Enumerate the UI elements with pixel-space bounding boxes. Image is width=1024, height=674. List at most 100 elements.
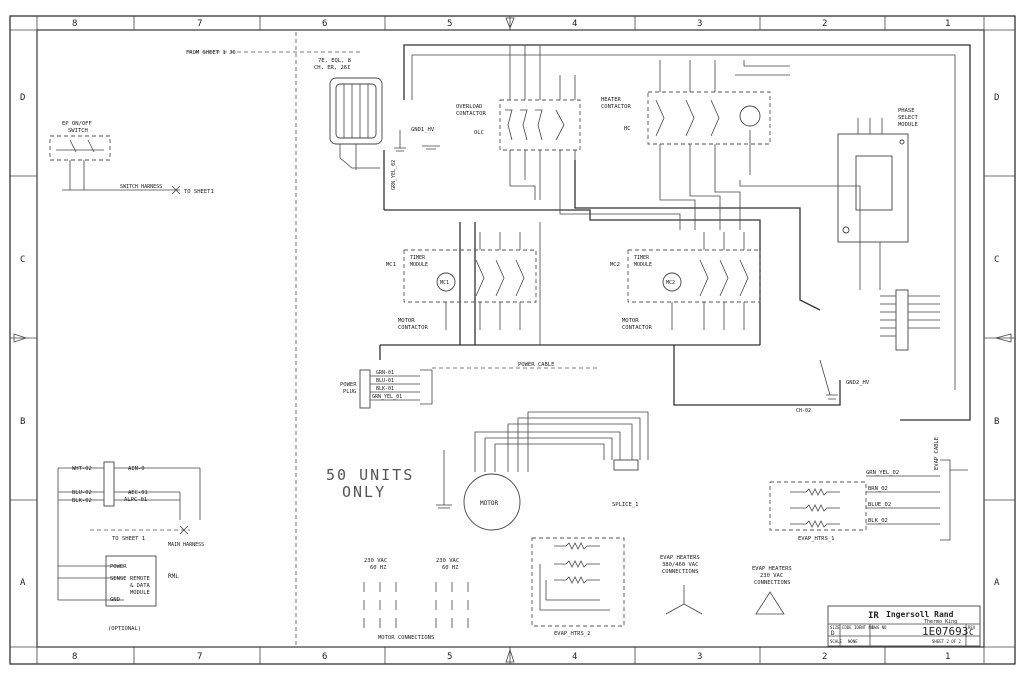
evap-conn-voltage: 230 VAC <box>760 573 783 579</box>
overload-title: OVERLOAD <box>456 104 483 110</box>
company-name: Ingersoll Rand <box>886 610 954 619</box>
from-sheet-label: FROM SHEET 1 J6 <box>186 50 236 56</box>
col-marker: 6 <box>322 19 327 29</box>
evap-cable-label: EVAP CABLE <box>934 437 940 470</box>
motor-contactor-subtitle: CONTACTOR <box>622 325 652 331</box>
evap-heaters-1: GRN_YEL_02 BRN_02 BLUE_02 BLK_02 EVAP_HT… <box>769 437 968 542</box>
mc1-label: MC1 <box>386 262 396 268</box>
phase-select-module: PHASE SELECT MODULE <box>837 108 940 351</box>
motor-contactor-mc2: MC2 MC2 TIMER MODULE MOTOR CONTACTOR <box>610 232 761 331</box>
row-marker: C <box>20 255 25 265</box>
evap-connections-230: EVAP HEATERS 230 VAC CONNECTIONS <box>752 566 792 615</box>
power-plug-subtitle: PLUG <box>343 389 356 395</box>
remote-title: REMOTE <box>130 576 150 582</box>
motor-label: MOTOR <box>480 500 498 507</box>
heater-contactor: HEATER CONTACTOR HC <box>601 60 790 180</box>
wire-label: AEC-01 <box>128 490 148 496</box>
wire-label: ALPC-01 <box>124 497 147 503</box>
heater-subtitle: CONTACTOR <box>601 104 631 110</box>
phase-title: PHASE <box>898 108 915 114</box>
evap-conn-title: EVAP HEATERS <box>660 555 700 561</box>
drawing-number: 1E07693 <box>922 625 968 638</box>
col-marker: 5 <box>447 19 452 29</box>
col-marker: 4 <box>572 652 577 662</box>
brand-name: Thermo King <box>924 619 957 625</box>
motor-contactor-title: MOTOR <box>398 318 415 324</box>
evap-htrs1-label: EVAP_HTRS_1 <box>798 536 834 542</box>
motor-conn-hz: 60 HZ <box>442 565 459 571</box>
col-marker: 2 <box>822 19 827 29</box>
mc2-label: MC2 <box>610 262 620 268</box>
timer-module-label: MODULE <box>410 262 428 268</box>
mc1-coil-label: MC1 <box>440 280 449 286</box>
motor-contactor-title: MOTOR <box>622 318 639 324</box>
wire-label: BLU-01 <box>376 378 394 384</box>
hdr-rev: REV <box>968 625 976 630</box>
motor-connections-label: MOTOR CONNECTIONS <box>378 635 434 641</box>
timer-module-label: MODULE <box>634 262 652 268</box>
evap-htrs2-label: EVAP_HTRS_2 <box>554 631 590 637</box>
ground-2: GND2_HV <box>819 359 870 400</box>
wire-label: BLU-02 <box>72 490 92 496</box>
row-marker: D <box>994 93 999 103</box>
to-sheet-label: TO SHEET1 <box>184 189 214 195</box>
timer-label: TIMER <box>410 255 426 261</box>
optional-label: (OPTIONAL) <box>108 626 141 632</box>
col-marker: 3 <box>697 652 702 662</box>
row-markers: D C B A D C B A <box>20 93 1000 588</box>
col-marker: 7 <box>197 652 202 662</box>
remote-title-2: & DATA <box>130 583 151 589</box>
hdr-code: CODE IDENT NO <box>842 625 874 630</box>
main-harness-label: MAIN HARNESS <box>168 542 204 548</box>
drawing-size: D <box>831 630 835 637</box>
col-marker: 6 <box>322 652 327 662</box>
col-marker: 8 <box>72 652 77 662</box>
col-marker: 5 <box>447 652 452 662</box>
row-marker: D <box>20 93 25 103</box>
ep-switch-subtitle: SWITCH <box>68 128 88 134</box>
heater-title: HEATER <box>601 97 622 103</box>
drawing-rev: C <box>969 628 974 637</box>
ep-switch-title: EP ON/OFF <box>62 121 92 127</box>
hdr-dwg: DWG NO <box>872 625 887 630</box>
col-marker: 3 <box>697 19 702 29</box>
remote-title-3: MODULE <box>130 590 150 596</box>
ep-switch: EP ON/OFF SWITCH SWITCH HARNESS TO SHEET… <box>49 121 214 195</box>
ground-label: GND1_HV <box>411 127 435 133</box>
evap-connections-380: EVAP HEATERS 380/460 VAC CONNECTIONS <box>660 555 703 615</box>
evap-conn-subtitle: CONNECTIONS <box>662 569 698 575</box>
olc-label: OLC <box>474 130 484 136</box>
wire-label: GRN-01 <box>376 370 394 376</box>
col-marker: 8 <box>72 19 77 29</box>
harness-connector-top: FROM SHEET 1 J6 7E, EQL, 8 CH, ER, 26I G… <box>186 50 440 210</box>
wire-label: BLK_02 <box>868 518 888 524</box>
motor-conn-voltage: 230 VAC <box>436 558 459 564</box>
connector-label: CH, ER, 26I <box>314 65 350 71</box>
title-block: IR Ingersoll Rand Thermo King SIZE CODE … <box>827 605 981 647</box>
remote-module: WHT-02 BLU-02 BLK-02 AIN-0 AEC-01 ALPC-0… <box>57 461 204 632</box>
row-marker: C <box>994 255 999 265</box>
overload-subtitle: CONTACTOR <box>456 111 486 117</box>
ground-label: GND2_HV <box>846 380 870 386</box>
row-marker: A <box>20 578 26 588</box>
wire-label: BRN_02 <box>868 486 888 492</box>
company-logo-icon: IR <box>868 611 879 621</box>
to-sheet-label: TO SHEET 1 <box>112 536 145 542</box>
phase-title-2: SELECT <box>898 115 919 121</box>
wire-label: AIN-0 <box>128 466 145 472</box>
row-marker: B <box>20 417 25 427</box>
col-marker: 4 <box>572 19 577 29</box>
connector-label: 7E, EQL, 8 <box>318 58 351 64</box>
phase-title-3: MODULE <box>898 122 918 128</box>
power-plug: GRN-01 BLU-01 BLK-01 GRN_YEL_01 POWER CA… <box>340 362 811 414</box>
drawing-scale: NONE <box>848 639 858 644</box>
units-note-line2: ONLY <box>342 483 386 501</box>
wire-label: BLK-01 <box>376 386 394 392</box>
column-markers-top: 8 7 6 5 4 3 2 1 <box>72 19 950 29</box>
overload-contactor: OVERLOAD CONTACTOR OLC <box>456 45 581 160</box>
hdr-scale: SCALE <box>830 639 843 644</box>
col-marker: 7 <box>197 19 202 29</box>
units-note: 50 UNITS ONLY <box>326 466 412 501</box>
wire-label: GRN_YEL_01 <box>372 394 402 400</box>
